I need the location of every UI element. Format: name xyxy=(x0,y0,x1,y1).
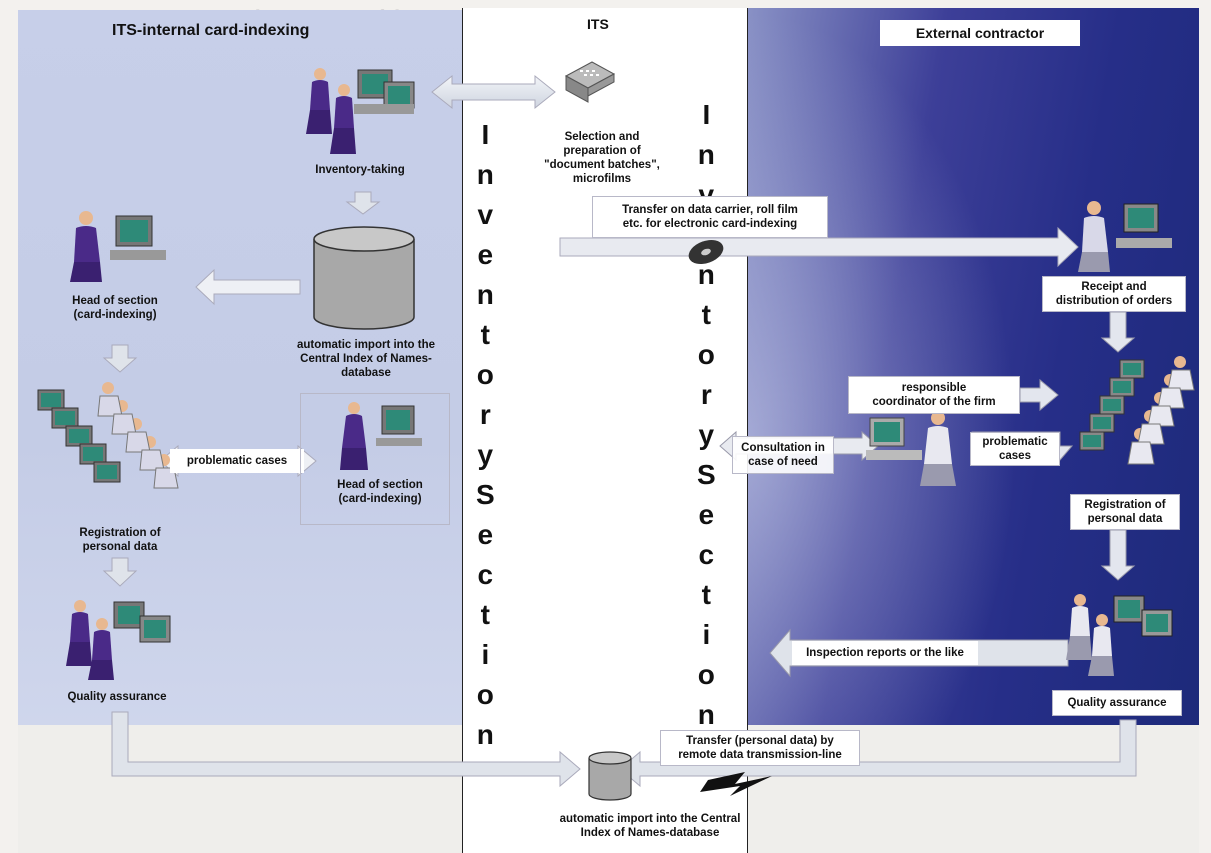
vertical-letter: n xyxy=(476,279,494,310)
vertical-letter: e xyxy=(698,499,715,530)
arrow-receipt-down xyxy=(1100,311,1136,353)
vertical-letter: e xyxy=(477,519,494,550)
label-automatic-import: automatic import into the Central Index … xyxy=(297,339,435,379)
head-of-section-2-icon xyxy=(340,402,422,470)
label-registration-left: Registration of personal data xyxy=(79,527,161,553)
registration-team-right-icon xyxy=(1079,356,1195,465)
arrow-transfer-carrier xyxy=(559,226,1079,268)
database-icon xyxy=(313,226,415,330)
label-quality-assurance-right: Quality assurance xyxy=(1052,690,1182,716)
lightning-icon xyxy=(700,772,772,796)
label-transfer-remote: Transfer (personal data) by remote data … xyxy=(660,730,860,766)
vertical-label-left: I n v e n t o r y S e c t i o n xyxy=(476,115,495,755)
receipt-worker-icon xyxy=(1078,201,1172,272)
vertical-letter: v xyxy=(477,199,494,230)
arrow-bottom-left xyxy=(111,711,581,788)
vertical-letter: r xyxy=(479,399,491,430)
vertical-letter: y xyxy=(477,439,494,470)
vertical-letter: c xyxy=(698,539,715,570)
label-inventory-taking: Inventory-taking xyxy=(315,164,405,176)
arrow-inventory-its xyxy=(431,74,556,110)
vertical-letter: t xyxy=(480,599,490,630)
vertical-letter: i xyxy=(702,619,711,650)
its-internal-panel xyxy=(18,10,463,725)
vertical-letter: o xyxy=(476,679,494,710)
arrow-head-to-registration xyxy=(102,344,138,373)
its-center-panel xyxy=(462,8,748,853)
document-batch-icon xyxy=(564,61,616,103)
coordinator-icon xyxy=(866,411,956,486)
quality-assurance-left-icon xyxy=(66,600,171,680)
vertical-letter: e xyxy=(477,239,494,270)
arrow-registration-to-qa xyxy=(102,557,138,587)
vertical-letter: o xyxy=(697,339,715,370)
registration-team-left-icon xyxy=(37,382,179,489)
head-of-section-icon xyxy=(70,211,166,282)
label-head-of-section-1: Head of section (card-indexing) xyxy=(72,295,158,321)
label-inspection: Inspection reports or the like xyxy=(792,641,978,665)
vertical-letter: t xyxy=(701,579,711,610)
database-small-icon xyxy=(588,751,632,801)
label-selection: Selection and preparation of "document b… xyxy=(544,131,660,185)
label-consultation: Consultation in case of need xyxy=(732,436,834,474)
vertical-letter: n xyxy=(476,159,494,190)
label-receipt: Receipt and distribution of orders xyxy=(1042,276,1186,312)
label-head-of-section-2: Head of section (card-indexing) xyxy=(337,479,423,505)
vertical-letter: n xyxy=(476,719,494,750)
vertical-letter: n xyxy=(697,259,715,290)
label-registration-right: Registration of personal data xyxy=(1070,494,1180,530)
quality-assurance-right-icon xyxy=(1066,594,1173,676)
arrow-registration-right-down xyxy=(1100,529,1136,581)
label-problematic-cases-right: problematic cases xyxy=(970,432,1060,466)
vertical-letter: o xyxy=(476,359,494,390)
label-quality-assurance-left: Quality assurance xyxy=(67,691,167,703)
vertical-letter: S xyxy=(476,479,495,510)
vertical-letter: t xyxy=(480,319,490,350)
vertical-letter: c xyxy=(477,559,494,590)
label-problematic-cases-left: problematic cases xyxy=(170,449,304,473)
head-of-section-2-frame xyxy=(300,393,450,525)
vertical-letter: I xyxy=(481,119,490,150)
vertical-letter: t xyxy=(701,299,711,330)
label-transfer-carrier: Transfer on data carrier, roll film etc.… xyxy=(592,196,828,238)
vertical-letter: I xyxy=(702,99,711,130)
arrow-db-to-head xyxy=(195,268,301,306)
disk-icon xyxy=(688,239,724,265)
vertical-letter: o xyxy=(697,659,715,690)
center-section-title: ITS xyxy=(587,16,609,32)
right-section-title: External contractor xyxy=(880,20,1080,46)
vertical-letter: n xyxy=(697,139,715,170)
left-section-title: ITS-internal card-indexing xyxy=(112,22,310,39)
vertical-letter: n xyxy=(697,699,715,730)
workers-inventory-icon xyxy=(306,68,415,154)
arrow-coordinator xyxy=(1019,378,1059,412)
label-bottom-import: automatic import into the Central Index … xyxy=(559,813,741,839)
vertical-letter: S xyxy=(697,459,716,490)
vertical-letter: i xyxy=(481,639,490,670)
label-coordinator: responsible coordinator of the firm xyxy=(848,376,1020,414)
vertical-letter: r xyxy=(700,379,712,410)
vertical-letter: y xyxy=(698,419,715,450)
arrow-down-to-db xyxy=(345,191,381,215)
